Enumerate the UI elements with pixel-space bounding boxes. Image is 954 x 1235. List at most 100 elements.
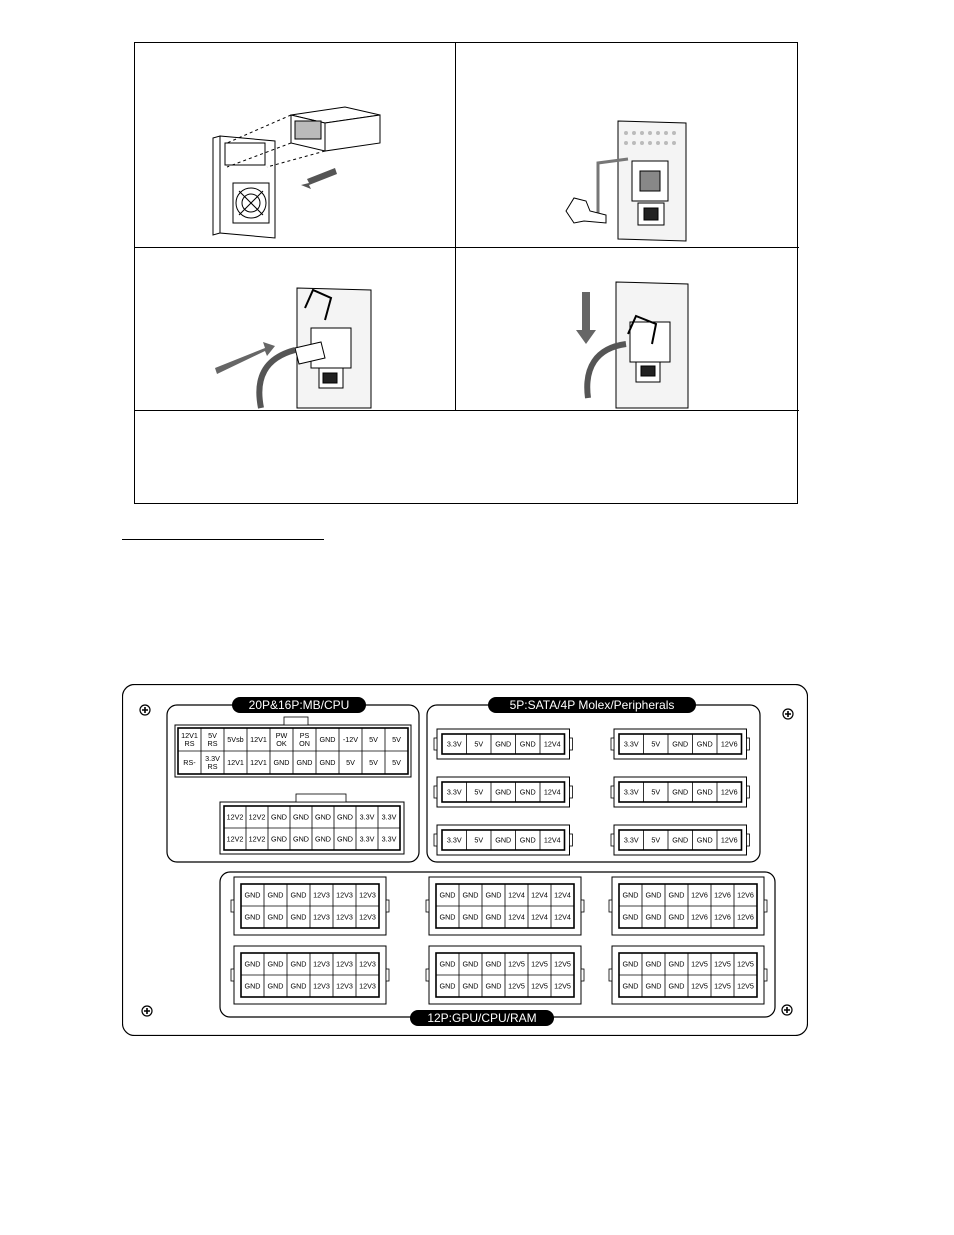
section-title-peripherals: 5P:SATA/4P Molex/Peripherals — [488, 697, 696, 713]
pin-label: GND — [669, 913, 685, 922]
connector-latch — [746, 785, 750, 799]
pin-label: 12V3 — [336, 913, 353, 922]
svg-text:20P&16P:MB/CPU: 20P&16P:MB/CPU — [249, 698, 350, 712]
pin-label: 12V5 — [737, 960, 754, 969]
installation-illustration-table — [134, 42, 799, 504]
pin-label: GND — [697, 740, 713, 749]
pin-label: GND — [463, 913, 479, 922]
pin-label: GND — [623, 960, 639, 969]
pin-label: GND — [440, 891, 456, 900]
screw-icon — [781, 1004, 793, 1016]
pin-label: 12V6 — [691, 891, 708, 900]
connector-latch — [746, 833, 750, 847]
pin-label: 12V5 — [554, 982, 571, 991]
pin-label: 12V3 — [336, 982, 353, 991]
pin-label: 5V — [392, 758, 401, 767]
pin-label: 5V — [651, 740, 660, 749]
figure-secure-cord-clip — [456, 248, 799, 411]
pin-label: 12V6 — [691, 913, 708, 922]
pin-label: GND — [245, 913, 261, 922]
connector-panel-diagram: 20P&16P:MB/CPU 5P:SATA/4P Molex/Peripher… — [122, 684, 808, 1036]
pin-label: GND — [486, 891, 502, 900]
pin-label: GND — [440, 982, 456, 991]
pin-label: RS- — [183, 758, 196, 767]
pin-label: 5V — [474, 740, 483, 749]
pin-label: 12V6 — [737, 891, 754, 900]
pin-label: 12V4 — [508, 891, 525, 900]
figure-psu-insert — [135, 43, 456, 248]
pin-label: 12V3 — [359, 913, 376, 922]
pin-grid — [441, 733, 566, 755]
pin-label: 12V4 — [508, 913, 525, 922]
pin-label: GND — [291, 913, 307, 922]
connector-latch — [283, 716, 309, 726]
connector-latch — [425, 968, 430, 982]
pin-label: GND — [291, 982, 307, 991]
pin-grid — [441, 781, 566, 803]
pin-label: 12V5 — [554, 960, 571, 969]
connector-latch — [385, 899, 390, 913]
pin-label: 12V5 — [508, 960, 525, 969]
pin-label: GND — [268, 982, 284, 991]
pin-label: GND — [520, 836, 536, 845]
pin-label: 3.3V — [447, 788, 462, 797]
screw-icon — [139, 704, 151, 716]
pin-label: 12V4 — [544, 740, 561, 749]
pin-label: GND — [486, 982, 502, 991]
pin-label: 12V6 — [714, 891, 731, 900]
pin-label: 12V3 — [313, 891, 330, 900]
connector-latch — [580, 899, 585, 913]
pin-label: GND — [440, 960, 456, 969]
pin-label: GND — [669, 982, 685, 991]
pin-label: 12V3 — [313, 913, 330, 922]
pin-label: 12V3 — [336, 960, 353, 969]
pin-label: 12V1 — [227, 758, 244, 767]
connector-latch — [580, 968, 585, 982]
pin-label: 12V5 — [691, 982, 708, 991]
connector-latch — [433, 737, 438, 751]
pin-label: GND — [245, 982, 261, 991]
pin-label: 12V3 — [313, 982, 330, 991]
pin-label: GND — [520, 740, 536, 749]
pin-label: GND — [463, 891, 479, 900]
pin-label: GND — [669, 891, 685, 900]
pin-label: GND — [293, 835, 309, 844]
pin-label: GND — [623, 982, 639, 991]
pin-label: GND — [297, 758, 313, 767]
connector-latch — [608, 968, 613, 982]
connector-latch — [569, 785, 573, 799]
connector-latch — [746, 737, 750, 751]
pin-label: GND — [245, 960, 261, 969]
pin-label: GND — [672, 836, 688, 845]
pin-label: GND — [463, 982, 479, 991]
pin-label: -12V — [343, 735, 358, 744]
pin-label: 3.3V — [382, 835, 397, 844]
pin-label: GND — [291, 960, 307, 969]
pin-label: GND — [268, 960, 284, 969]
pin-label: 12V2 — [249, 813, 266, 822]
pin-label: GND — [315, 813, 331, 822]
pin-label: 12V5 — [531, 982, 548, 991]
pin-grid — [618, 733, 743, 755]
pin-label: 12V3 — [359, 960, 376, 969]
pin-label: GND — [646, 913, 662, 922]
pin-label: 12V4 — [544, 836, 561, 845]
section-heading-underline — [122, 539, 324, 540]
pin-label: GND — [245, 891, 261, 900]
pin-label: 12V6 — [737, 913, 754, 922]
pin-label: GND — [291, 891, 307, 900]
pin-label: 5V — [651, 836, 660, 845]
pin-label: 5V — [369, 735, 378, 744]
switch-illustration — [565, 120, 687, 242]
pin-label: GND — [271, 835, 287, 844]
pin-label: 12V2 — [249, 835, 266, 844]
pin-label: GND — [520, 788, 536, 797]
pin-label: GND — [320, 735, 336, 744]
pin-label: 12V4 — [554, 913, 571, 922]
